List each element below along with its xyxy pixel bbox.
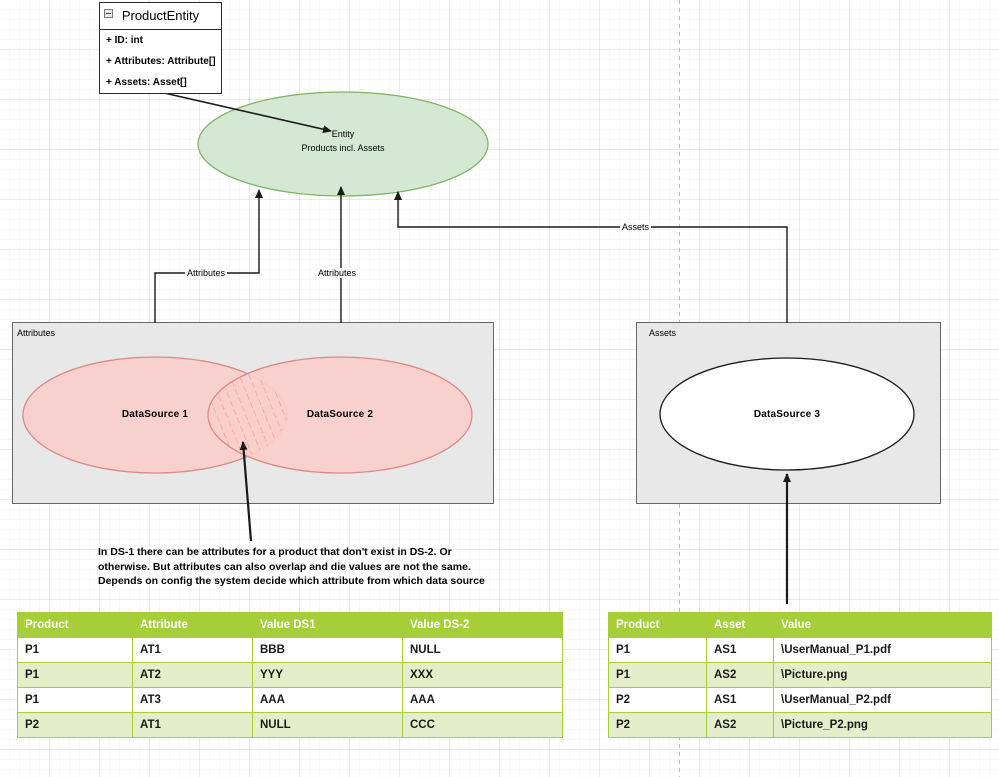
attributes-group-label: Attributes bbox=[17, 328, 56, 338]
cell-product: P2 bbox=[608, 687, 707, 713]
cell-value-ds1: BBB bbox=[252, 637, 403, 663]
entity-ellipse-subtitle: Products incl. Assets bbox=[301, 143, 385, 153]
cell-product: P1 bbox=[17, 662, 133, 688]
table-row[interactable]: P2 AS2 \Picture_P2.png bbox=[608, 712, 992, 738]
uml-class-product-entity[interactable]: ProductEntity + ID: int + Attributes: At… bbox=[99, 2, 222, 94]
explanatory-note: In DS-1 there can be attributes for a pr… bbox=[98, 546, 485, 587]
connector-assets-to-entity bbox=[394, 191, 788, 323]
cell-value: \Picture.png bbox=[773, 662, 992, 688]
cell-product: P2 bbox=[608, 712, 707, 738]
column-header-product[interactable]: Product bbox=[608, 612, 707, 638]
assets-group-label: Assets bbox=[649, 328, 677, 338]
uml-class-title-text: ProductEntity bbox=[121, 8, 200, 23]
attributes-table[interactable]: Product Attribute Value DS1 Value DS-2 P… bbox=[17, 612, 563, 738]
minus-box-icon[interactable] bbox=[104, 9, 113, 18]
cell-product: P1 bbox=[608, 662, 707, 688]
column-header-asset[interactable]: Asset bbox=[706, 612, 774, 638]
cell-value: \UserManual_P2.pdf bbox=[773, 687, 992, 713]
table-row[interactable]: P2 AT1 NULL CCC bbox=[17, 712, 563, 738]
connector-note-to-overlap bbox=[239, 441, 253, 542]
datasource-3-label: DataSource 3 bbox=[753, 409, 821, 420]
table-row[interactable]: P1 AS2 \Picture.png bbox=[608, 662, 992, 688]
cell-asset: AS1 bbox=[706, 687, 774, 713]
cell-product: P1 bbox=[17, 687, 133, 713]
cell-value-ds1: YYY bbox=[252, 662, 403, 688]
connector-ds1-to-entity bbox=[154, 189, 263, 323]
uml-class-title: ProductEntity bbox=[100, 3, 221, 30]
table-row[interactable]: P1 AT3 AAA AAA bbox=[17, 687, 563, 713]
edge-label-attributes-mid: Attributes bbox=[316, 268, 359, 278]
cell-asset: AS1 bbox=[706, 637, 774, 663]
column-header-attribute[interactable]: Attribute bbox=[132, 612, 253, 638]
uml-member-attributes: + Attributes: Attribute[] bbox=[106, 56, 216, 67]
uml-member-id: + ID: int bbox=[106, 35, 143, 46]
column-header-value-ds1[interactable]: Value DS1 bbox=[252, 612, 403, 638]
table-header-row: Product Attribute Value DS1 Value DS-2 bbox=[17, 612, 563, 638]
table-row[interactable]: P2 AS1 \UserManual_P2.pdf bbox=[608, 687, 992, 713]
cell-product: P1 bbox=[17, 637, 133, 663]
column-header-product[interactable]: Product bbox=[17, 612, 133, 638]
cell-asset: AS2 bbox=[706, 712, 774, 738]
table-header-row: Product Asset Value bbox=[608, 612, 992, 638]
cell-attribute: AT1 bbox=[132, 637, 253, 663]
table-row[interactable]: P1 AT1 BBB NULL bbox=[17, 637, 563, 663]
column-header-value-ds2[interactable]: Value DS-2 bbox=[402, 612, 563, 638]
column-header-value[interactable]: Value bbox=[773, 612, 992, 638]
cell-value-ds1: NULL bbox=[252, 712, 403, 738]
datasource-1-label: DataSource 1 bbox=[121, 409, 189, 420]
cell-asset: AS2 bbox=[706, 662, 774, 688]
edge-label-assets: Assets bbox=[620, 222, 652, 232]
cell-attribute: AT3 bbox=[132, 687, 253, 713]
cell-value-ds2: XXX bbox=[402, 662, 563, 688]
cell-product: P2 bbox=[17, 712, 133, 738]
cell-attribute: AT1 bbox=[132, 712, 253, 738]
cell-value: \Picture_P2.png bbox=[773, 712, 992, 738]
datasource-2-label: DataSource 2 bbox=[306, 409, 374, 420]
assets-table[interactable]: Product Asset Value P1 AS1 \UserManual_P… bbox=[608, 612, 992, 738]
cell-product: P1 bbox=[608, 637, 707, 663]
cell-value-ds2: NULL bbox=[402, 637, 563, 663]
connector-class-to-entity bbox=[150, 89, 332, 134]
entity-ellipse-title: Entity bbox=[331, 129, 355, 139]
cell-value: \UserManual_P1.pdf bbox=[773, 637, 992, 663]
cell-attribute: AT2 bbox=[132, 662, 253, 688]
cell-value-ds2: AAA bbox=[402, 687, 563, 713]
table-row[interactable]: P1 AS1 \UserManual_P1.pdf bbox=[608, 637, 992, 663]
cell-value-ds2: CCC bbox=[402, 712, 563, 738]
table-row[interactable]: P1 AT2 YYY XXX bbox=[17, 662, 563, 688]
cell-value-ds1: AAA bbox=[252, 687, 403, 713]
edge-label-attributes-left: Attributes bbox=[185, 268, 228, 278]
uml-member-assets: + Assets: Asset[] bbox=[106, 77, 187, 88]
